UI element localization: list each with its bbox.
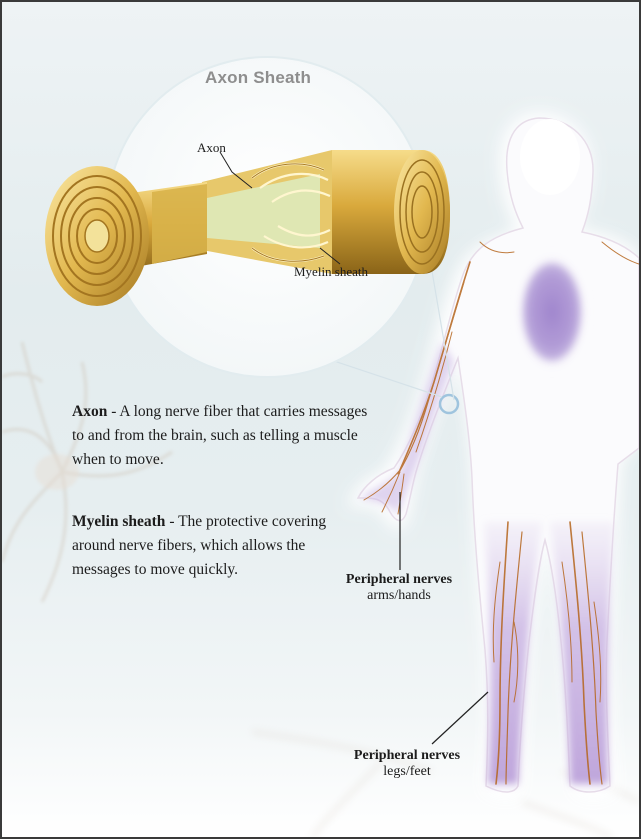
axon-callout-label: Axon <box>197 140 226 156</box>
legs-nerves-title: Peripheral nerves <box>332 748 482 764</box>
myelin-term: Myelin sheath <box>72 513 165 530</box>
myelin-definition: Myelin sheath - The protective covering … <box>72 510 342 582</box>
arms-nerves-title: Peripheral nerves <box>324 572 474 588</box>
myelin-callout-label: Myelin sheath <box>294 264 368 280</box>
axon-sheath-inset <box>45 57 454 400</box>
arms-nerves-label: Peripheral nerves arms/hands <box>324 572 474 604</box>
arms-nerves-sub: arms/hands <box>367 588 431 603</box>
legs-nerves-label: Peripheral nerves legs/feet <box>332 748 482 780</box>
axon-term: Axon <box>72 403 107 420</box>
legs-nerves-sub: legs/feet <box>383 764 430 779</box>
axon-definition-text: - A long nerve fiber that carries messag… <box>72 403 367 468</box>
inset-title: Axon Sheath <box>205 68 311 88</box>
axon-definition: Axon - A long nerve fiber that carries m… <box>72 400 372 472</box>
